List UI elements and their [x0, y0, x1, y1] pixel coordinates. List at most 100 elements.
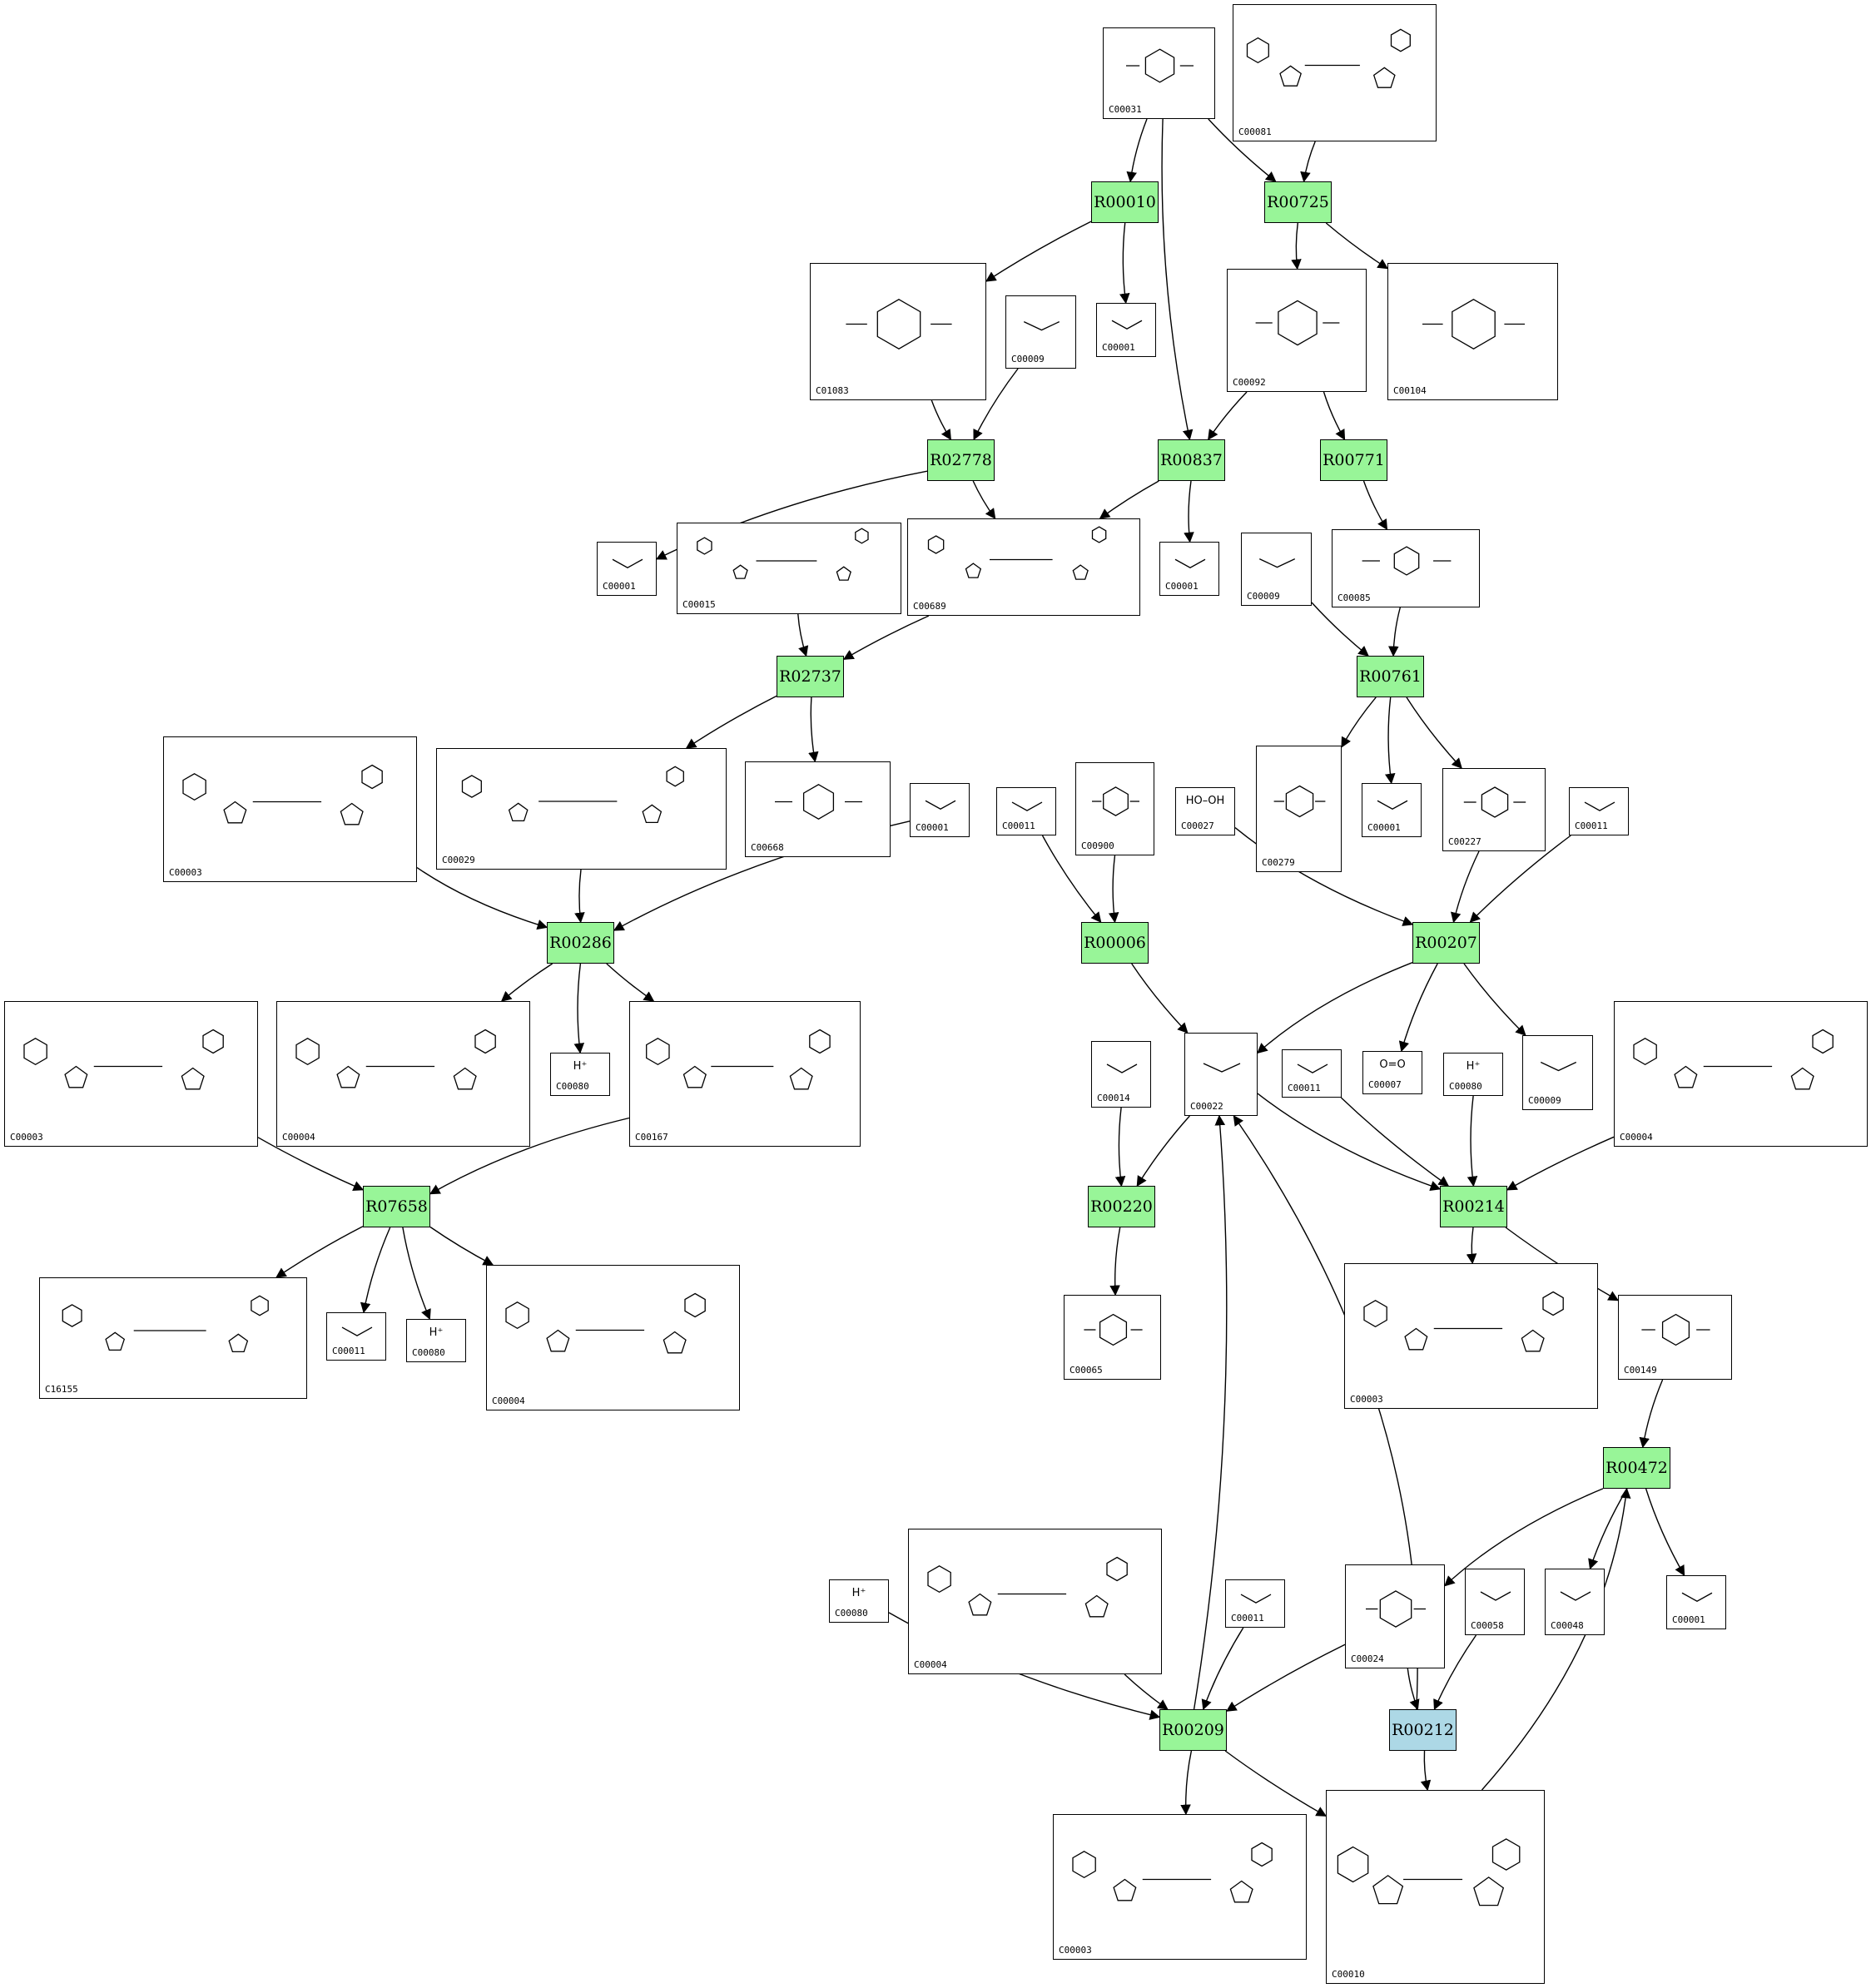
compound-node-c00024[interactable]: C00024 — [1345, 1564, 1445, 1668]
compound-node-c00011[interactable]: C00011 — [996, 787, 1056, 835]
reaction-node-r00761[interactable]: R00761 — [1357, 656, 1424, 697]
compound-node-c00011[interactable]: C00011 — [326, 1312, 386, 1361]
compound-id: C00167 — [635, 1132, 668, 1143]
reaction-node-r00010[interactable]: R00010 — [1091, 181, 1159, 223]
compound-node-c00004[interactable]: C00004 — [486, 1265, 740, 1410]
compound-id: C00001 — [916, 822, 949, 833]
edge-arrow — [1341, 697, 1377, 748]
compound-node-c00149[interactable]: C00149 — [1618, 1295, 1732, 1380]
compound-node-c00001[interactable]: C00001 — [1096, 303, 1156, 357]
reaction-node-r00472[interactable]: R00472 — [1603, 1447, 1670, 1489]
compound-node-c00167[interactable]: C00167 — [629, 1001, 861, 1147]
edge-arrow — [1406, 697, 1462, 769]
compound-node-c00081[interactable]: C00081 — [1233, 4, 1437, 141]
compound-id: C00001 — [1367, 822, 1401, 833]
compound-node-c00900[interactable]: C00900 — [1075, 762, 1154, 855]
compound-id: C00003 — [1059, 1945, 1092, 1956]
edge-arrow — [1588, 1488, 1628, 1570]
compound-id: C00009 — [1528, 1095, 1561, 1106]
compound-node-c00003[interactable]: C00003 — [1053, 1814, 1307, 1960]
compound-node-c00001[interactable]: C00001 — [1666, 1575, 1726, 1629]
edge-arrow — [931, 399, 951, 441]
compound-node-c00031[interactable]: C00031 — [1103, 27, 1215, 119]
reaction-node-r00214[interactable]: R00214 — [1440, 1186, 1507, 1227]
compound-formula: H⁺ — [573, 1060, 588, 1073]
compound-id: C00004 — [914, 1659, 947, 1670]
reaction-node-r00207[interactable]: R00207 — [1412, 922, 1480, 964]
compound-node-c00001[interactable]: C00001 — [910, 783, 970, 837]
compound-node-c00048[interactable]: C00048 — [1545, 1569, 1605, 1635]
compound-node-c00085[interactable]: C00085 — [1332, 529, 1480, 607]
compound-node-c00009[interactable]: C00009 — [1005, 295, 1076, 369]
compound-id: C00001 — [603, 581, 636, 592]
compound-node-c00001[interactable]: C00001 — [597, 542, 657, 596]
compound-node-c00029[interactable]: C00029 — [436, 748, 727, 870]
reaction-node-r07658[interactable]: R07658 — [363, 1186, 430, 1227]
compound-node-c00003[interactable]: C00003 — [4, 1001, 258, 1147]
compound-node-c00065[interactable]: C00065 — [1064, 1295, 1161, 1380]
edge-arrow — [1119, 222, 1130, 305]
edge-arrow — [1506, 1136, 1615, 1191]
compound-node-c00001[interactable]: C00001 — [1362, 783, 1422, 837]
compound-node-c00080[interactable]: H⁺C00080 — [1443, 1053, 1503, 1096]
edge-arrow — [1463, 963, 1526, 1036]
compound-id: C00027 — [1181, 820, 1214, 831]
compound-id: C16155 — [45, 1384, 78, 1395]
reaction-node-r00220[interactable]: R00220 — [1088, 1186, 1155, 1227]
compound-node-c00014[interactable]: C00014 — [1091, 1041, 1151, 1108]
compound-node-c00058[interactable]: C00058 — [1465, 1569, 1525, 1635]
reaction-node-r00725[interactable]: R00725 — [1264, 181, 1332, 223]
compound-node-c00080[interactable]: H⁺C00080 — [406, 1319, 466, 1362]
edge-arrow — [574, 869, 585, 924]
compound-node-c00011[interactable]: C00011 — [1225, 1579, 1285, 1628]
edge-arrow — [1257, 1093, 1442, 1191]
reaction-node-r00286[interactable]: R00286 — [547, 922, 614, 964]
compound-node-c00227[interactable]: C00227 — [1442, 768, 1546, 851]
edge-arrow — [1257, 962, 1413, 1054]
compound-node-c00080[interactable]: H⁺C00080 — [829, 1579, 889, 1623]
reaction-node-r02778[interactable]: R02778 — [927, 439, 995, 481]
reaction-node-r00212[interactable]: R00212 — [1389, 1709, 1457, 1751]
compound-node-c00668[interactable]: C00668 — [745, 761, 891, 857]
compound-id: C00014 — [1097, 1093, 1130, 1103]
reaction-id: R00472 — [1605, 1459, 1668, 1477]
edge-arrow — [429, 1226, 494, 1266]
compound-node-c00004[interactable]: C00004 — [1614, 1001, 1868, 1147]
compound-node-c00011[interactable]: C00011 — [1569, 787, 1629, 835]
reaction-node-r00771[interactable]: R00771 — [1320, 439, 1387, 481]
compound-id: C00080 — [835, 1608, 868, 1619]
compound-node-c00004[interactable]: C00004 — [908, 1529, 1162, 1674]
edge-arrow — [429, 1117, 630, 1195]
reaction-node-r00837[interactable]: R00837 — [1158, 439, 1225, 481]
edge-arrow — [1124, 1673, 1169, 1710]
compound-node-c00689[interactable]: C00689 — [907, 518, 1140, 616]
compound-id: C00011 — [1002, 820, 1035, 831]
compound-node-c00080[interactable]: H⁺C00080 — [550, 1053, 610, 1096]
compound-node-c00015[interactable]: C00015 — [677, 523, 901, 614]
edge-arrow — [1180, 1750, 1193, 1816]
compound-node-c00009[interactable]: C00009 — [1241, 533, 1312, 606]
compound-node-c00003[interactable]: C00003 — [1344, 1263, 1598, 1409]
compound-node-c00092[interactable]: C00092 — [1227, 269, 1367, 392]
compound-id: C00001 — [1102, 342, 1135, 353]
compound-node-c00009[interactable]: C00009 — [1522, 1035, 1593, 1110]
compound-node-c00011[interactable]: C00011 — [1282, 1049, 1342, 1098]
compound-id: C00031 — [1109, 104, 1142, 115]
reaction-id: R02737 — [779, 667, 841, 686]
compound-node-c00001[interactable]: C00001 — [1159, 542, 1219, 596]
compound-node-c00104[interactable]: C00104 — [1387, 263, 1558, 400]
reaction-node-r00006[interactable]: R00006 — [1081, 922, 1149, 964]
compound-node-c01083[interactable]: C01083 — [810, 263, 986, 400]
compound-node-c00010[interactable]: C00010 — [1326, 1790, 1545, 1984]
compound-node-c00003[interactable]: C00003 — [163, 736, 417, 882]
reaction-node-r00209[interactable]: R00209 — [1159, 1709, 1227, 1751]
reaction-node-r02737[interactable]: R02737 — [777, 656, 844, 697]
compound-node-c00004[interactable]: C00004 — [276, 1001, 530, 1147]
compound-node-c16155[interactable]: C16155 — [39, 1277, 307, 1399]
edge-arrow — [1161, 118, 1194, 441]
compound-node-c00022[interactable]: C00022 — [1184, 1033, 1258, 1116]
compound-node-c00279[interactable]: C00279 — [1256, 746, 1342, 872]
edge-arrow — [1041, 835, 1102, 923]
